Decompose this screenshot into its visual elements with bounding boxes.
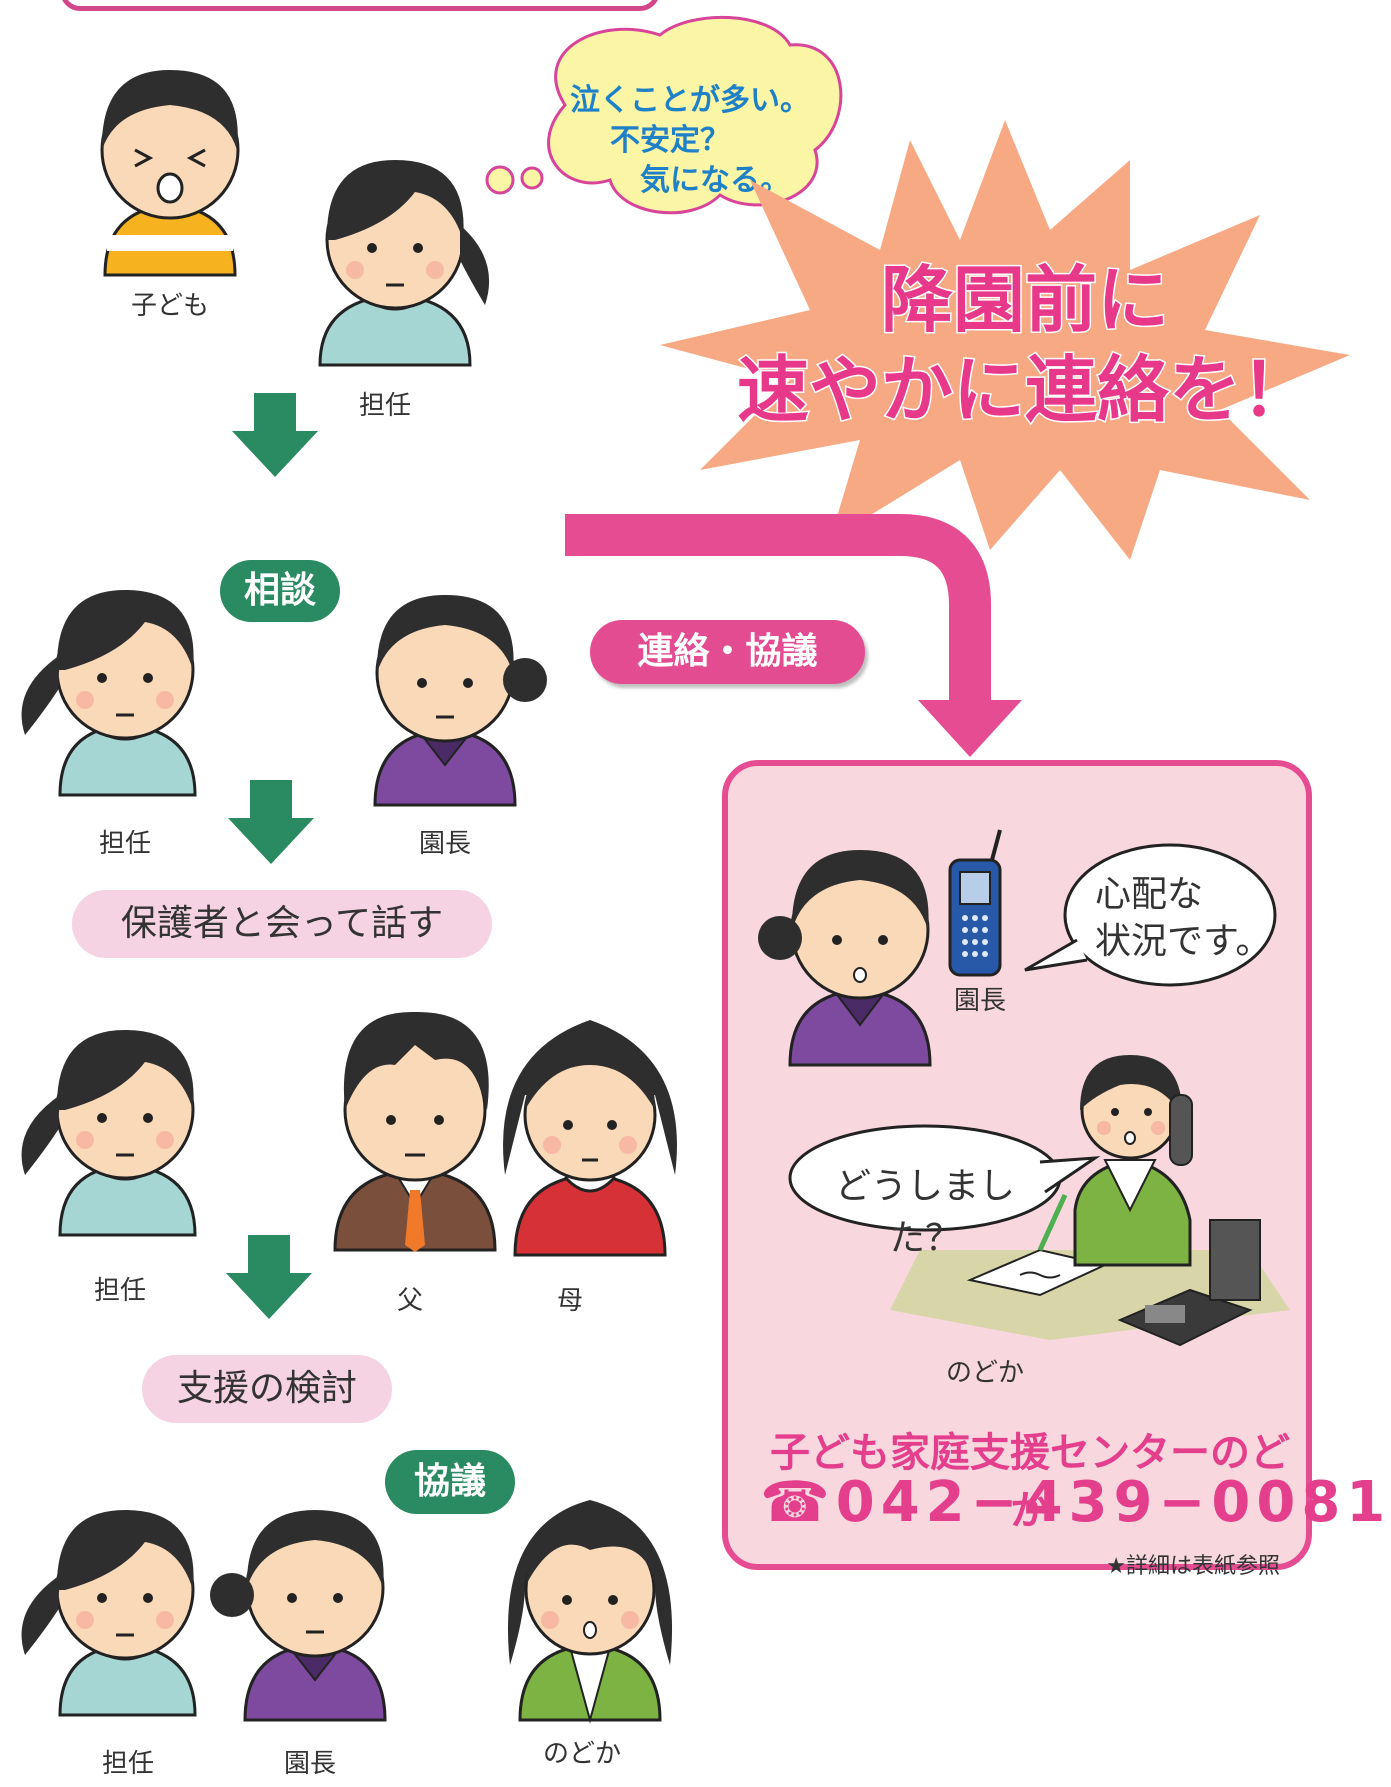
child-figure <box>100 70 240 277</box>
burst-line1: 降園前に <box>879 257 1170 344</box>
label-father: 父 <box>396 1286 423 1316</box>
burst-shape <box>660 120 1350 560</box>
speech-principal-l1: 心配な <box>1095 874 1204 915</box>
teacher-figure-4 <box>21 1510 197 1717</box>
center-name: 子ども家庭支援センターのどか <box>770 1430 1290 1534</box>
step-meet-parents: 保護者と会って話す <box>72 890 492 958</box>
label-nodoka-4: のどか <box>542 1739 621 1769</box>
burst-line2: 速やかに連絡を！ <box>735 347 1314 434</box>
desk-phone-icon <box>1117 1288 1253 1347</box>
label-teacher-1: 担任 <box>358 391 411 421</box>
nodoka-desk-scene <box>890 1055 1290 1347</box>
thought-line2: 不安定？ <box>610 123 730 158</box>
father-figure <box>333 1011 497 1252</box>
tag-consult: 相談 <box>220 560 340 622</box>
down-arrow-3 <box>226 1235 312 1319</box>
label-teacher-4: 担任 <box>101 1749 154 1779</box>
label-teacher-3: 担任 <box>93 1276 146 1306</box>
step-support: 支援の検討 <box>142 1355 392 1423</box>
center-phone: ☎042−439−0081 <box>760 1470 1391 1535</box>
teacher-figure-2 <box>21 590 197 797</box>
thought-bubble <box>485 15 843 215</box>
teacher-figure-3 <box>21 1030 197 1237</box>
speech-bubble-nodoka <box>788 1124 1101 1232</box>
contact-connector <box>565 514 1022 757</box>
down-arrow-2 <box>228 780 314 864</box>
principal-figure-2 <box>373 595 547 807</box>
mobile-phone-icon <box>948 829 1002 977</box>
burst-heading: 降園前に 速やかに連絡を！ <box>720 255 1330 435</box>
label-principal-2: 園長 <box>418 829 471 859</box>
speech-principal-l2: 状況です。 <box>1095 921 1272 962</box>
mother-figure <box>503 1020 677 1257</box>
label-principal-panel: 園長 <box>953 986 1006 1016</box>
nodoka-figure-4 <box>507 1500 673 1724</box>
speech-nodoka: どうしました？ <box>834 1166 1015 1259</box>
tag-contact-discuss: 連絡・協議 <box>590 620 865 684</box>
tag-discuss: 協議 <box>385 1450 515 1514</box>
thought-line1: 泣くことが多い。 <box>570 83 810 118</box>
label-child: 子ども <box>130 291 209 321</box>
principal-figure-4 <box>210 1510 387 1722</box>
speech-bubble-principal <box>1024 843 1277 987</box>
center-note: ★詳細は表紙参照 <box>1106 1554 1280 1579</box>
teacher-figure-1 <box>318 160 490 367</box>
label-principal-4: 園長 <box>283 1749 336 1779</box>
down-arrow-1 <box>232 393 318 477</box>
label-teacher-2: 担任 <box>98 829 151 859</box>
label-mother: 母 <box>556 1286 583 1316</box>
label-nodoka-panel: のどか <box>945 1358 1024 1388</box>
principal-on-phone <box>758 829 1002 1067</box>
